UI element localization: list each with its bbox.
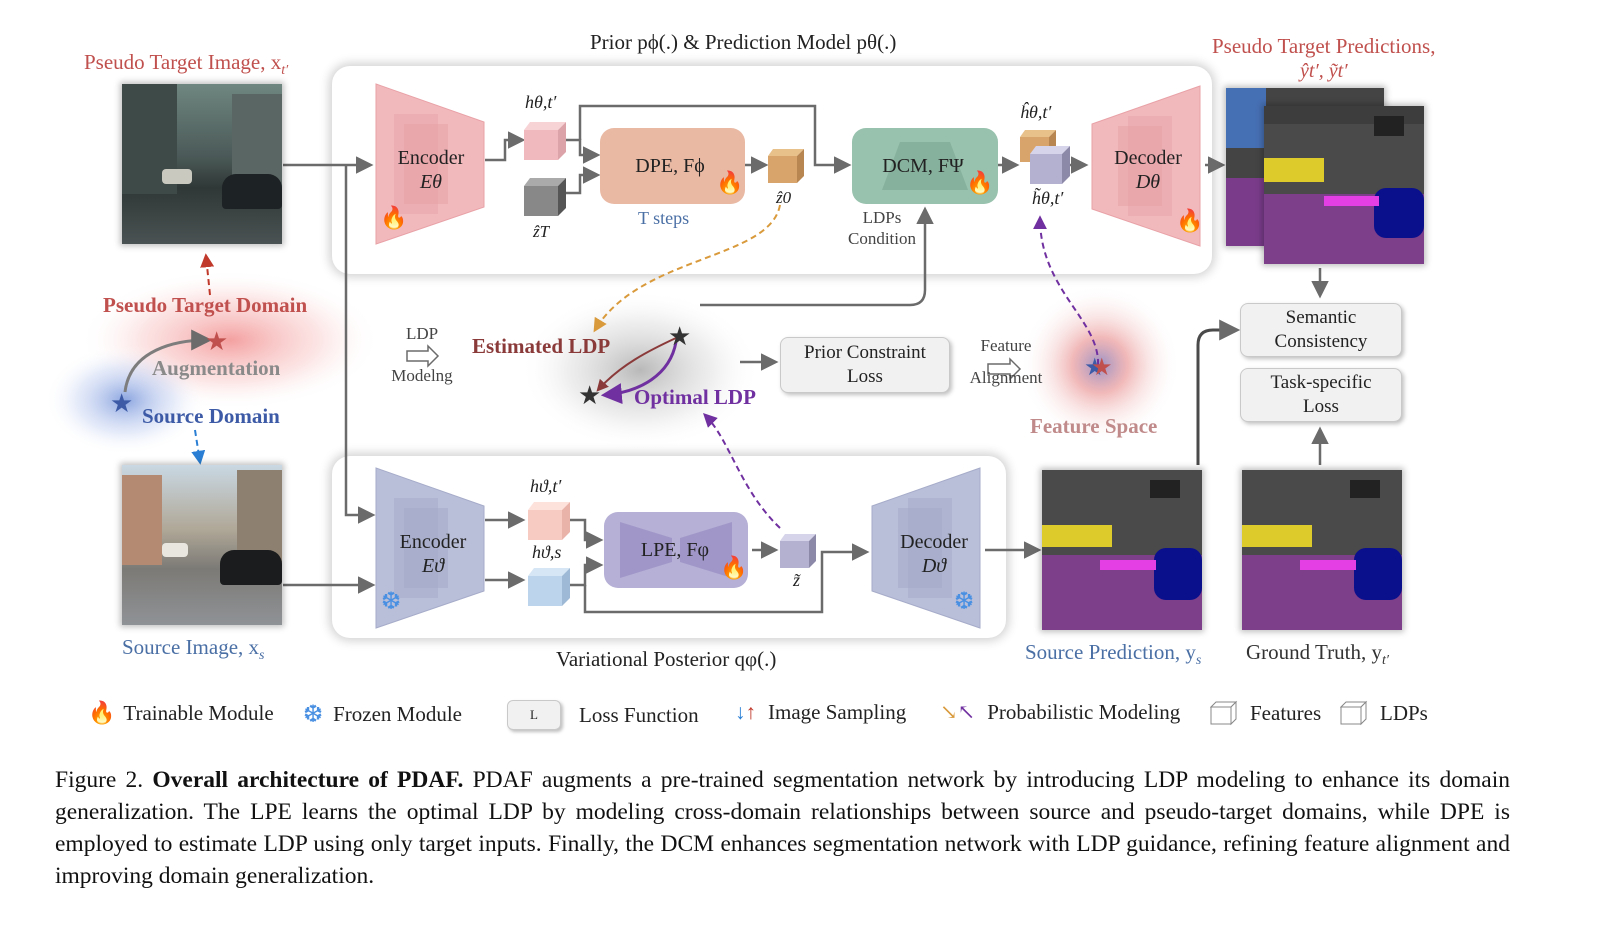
legend-ldps: LDPs (1340, 700, 1428, 726)
legend-features: Features (1210, 700, 1321, 726)
estimated-ldp-label: Estimated LDP (472, 334, 611, 358)
t-steps-label: T steps (638, 208, 690, 228)
bottom-decoder-snowflake-icon: ❆ (954, 589, 975, 615)
z-tilde-label: z̃ (793, 570, 801, 590)
dcm-trapezoid (882, 142, 968, 190)
estimated-ldp-star-icon: ★ (578, 381, 601, 410)
ldps-cube-icon (1340, 700, 1368, 726)
augmentation-label: Augmentation (152, 356, 281, 380)
lpe-label: LPE, Fφ (640, 539, 710, 561)
z-T-cube (524, 178, 566, 216)
z0-cube (768, 149, 804, 183)
optimal-ldp-star-icon: ★ (668, 322, 691, 351)
snowflake-icon: ❆ (303, 702, 324, 728)
source-prediction-image (1042, 470, 1202, 630)
source-image-label: Source Image, xs (122, 635, 265, 664)
z-tilde-cube (780, 534, 816, 568)
dpe-flame-icon: 🔥 (716, 170, 744, 195)
feature-blue-star-icon: ★ (1084, 355, 1106, 381)
legend-image-sampling: ↓↑ Image Sampling (735, 700, 907, 724)
ldp-modeling-label: LDP Modelng (391, 324, 453, 385)
h-tilde-cube (1030, 146, 1070, 184)
image-sampling-arrows-icon: ↓↑ (735, 700, 756, 724)
prior-prediction-title: Prior pϕ(.) & Prediction Model pθ(.) (590, 30, 897, 54)
bottom-decoder-shape (871, 467, 981, 629)
optimal-ldp-label: Optimal LDP (634, 385, 756, 409)
legend-trainable: 🔥 Trainable Module (88, 700, 274, 725)
feature-space-label: Feature Space (1030, 414, 1158, 438)
figure-caption: Figure 2. Overall architecture of PDAF. … (55, 767, 1511, 889)
h-theta-label: hθ,t′ (525, 92, 557, 112)
ground-truth-label: Ground Truth, yt′ (1246, 640, 1389, 669)
pseudo-target-predictions-symbols: ŷt′, ỹt′ (1300, 60, 1348, 82)
top-decoder-shape (1091, 85, 1201, 247)
loss-box-icon: L (507, 700, 561, 730)
z0-label: ẑ0 (776, 188, 792, 207)
probabilistic-arrows-icon: ↘↖ (940, 700, 976, 724)
variational-posterior-title: Variational Posterior qφ(.) (556, 647, 777, 671)
lpe-hourglass (620, 522, 732, 578)
ground-truth-image (1242, 470, 1402, 630)
legend-frozen: ❆ Frozen Module (303, 702, 463, 728)
source-image (122, 465, 282, 625)
features-cube-icon (1210, 700, 1238, 726)
pseudo-target-domain-label: Pseudo Target Domain (103, 293, 308, 317)
top-decoder-flame-icon: 🔥 (1176, 208, 1204, 233)
pseudo-target-star-icon: ★ (205, 327, 228, 356)
top-encoder-shape (375, 83, 485, 245)
z-T-label: ẑT (533, 222, 550, 241)
pseudo-target-predictions-label: Pseudo Target Predictions, (1212, 34, 1436, 58)
h-hat-label: ĥθ,t′ (1020, 102, 1052, 122)
bottom-encoder-snowflake-icon: ❆ (381, 589, 402, 615)
flame-icon: 🔥 (88, 700, 116, 725)
top-encoder-flame-icon: 🔥 (380, 205, 408, 230)
pseudo-target-image (122, 84, 282, 244)
feature-alignment-label: Feature Alignment (969, 336, 1043, 387)
h-vs-cube (528, 568, 570, 606)
pseudo-target-prediction-front (1264, 106, 1424, 264)
legend-loss: L Loss Function (507, 700, 699, 730)
dcm-label: DCM, FΨ (882, 155, 964, 177)
dpe-block (600, 128, 745, 204)
feature-red-star-icon: ★ (1091, 355, 1113, 381)
pseudo-target-image-label: Pseudo Target Image, xt′ (84, 50, 289, 79)
lpe-flame-icon: 🔥 (720, 555, 748, 580)
h-vt-label: hϑ,t′ (530, 476, 562, 496)
legend-probabilistic: ↘↖ Probabilistic Modeling (940, 700, 1181, 724)
h-vs-label: hϑ,s (532, 542, 562, 562)
dpe-label: DPE, Fϕ (635, 155, 705, 177)
source-domain-label: Source Domain (142, 404, 280, 428)
h-tilde-label: h̃θ,t′ (1032, 188, 1064, 208)
bottom-encoder-shape (375, 467, 485, 629)
h-theta-cube (524, 122, 566, 160)
h-vt-cube (528, 502, 570, 540)
source-star-icon: ★ (110, 389, 133, 418)
source-prediction-label: Source Prediction, ys (1025, 640, 1202, 669)
dcm-flame-icon: 🔥 (966, 170, 994, 195)
